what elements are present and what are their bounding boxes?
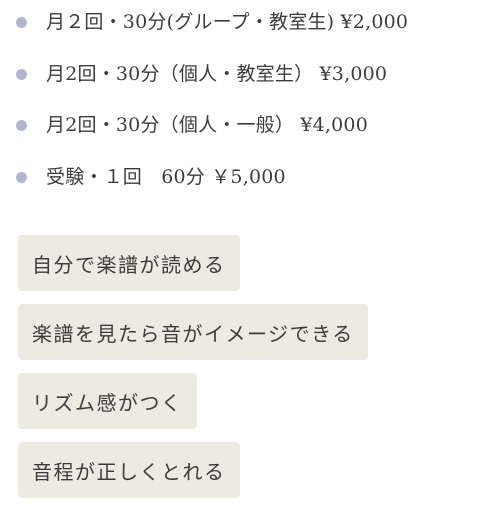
benefit-tag-rhythm: リズム感がつく (18, 373, 197, 429)
price-item-label: 月2回・30分（個人・一般） ¥4,000 (46, 114, 368, 136)
bullet-dot (16, 68, 27, 80)
price-item-label: 受験・１回 60分 ￥5,000 (46, 166, 286, 188)
benefit-tag-read-score: 自分で楽譜が読める (18, 235, 240, 291)
benefit-tag-imagine-sound: 楽譜を見たら音がイメージできる (18, 304, 368, 360)
price-item-individual-student: 月2回・30分（個人・教室生） ¥3,000 (0, 54, 493, 94)
price-item-group: 月２回・30分(グループ・教室生) ¥2,000 (0, 2, 493, 42)
benefit-tag-pitch: 音程が正しくとれる (18, 442, 240, 498)
bullet-dot (16, 119, 27, 131)
bullet-dot (16, 171, 27, 183)
price-item-exam: 受験・１回 60分 ￥5,000 (0, 157, 493, 197)
price-item-label: 月２回・30分(グループ・教室生) ¥2,000 (46, 11, 409, 33)
price-item-label: 月2回・30分（個人・教室生） ¥3,000 (46, 63, 388, 85)
bullet-dot (16, 16, 27, 28)
price-item-individual-general: 月2回・30分（個人・一般） ¥4,000 (0, 105, 493, 145)
